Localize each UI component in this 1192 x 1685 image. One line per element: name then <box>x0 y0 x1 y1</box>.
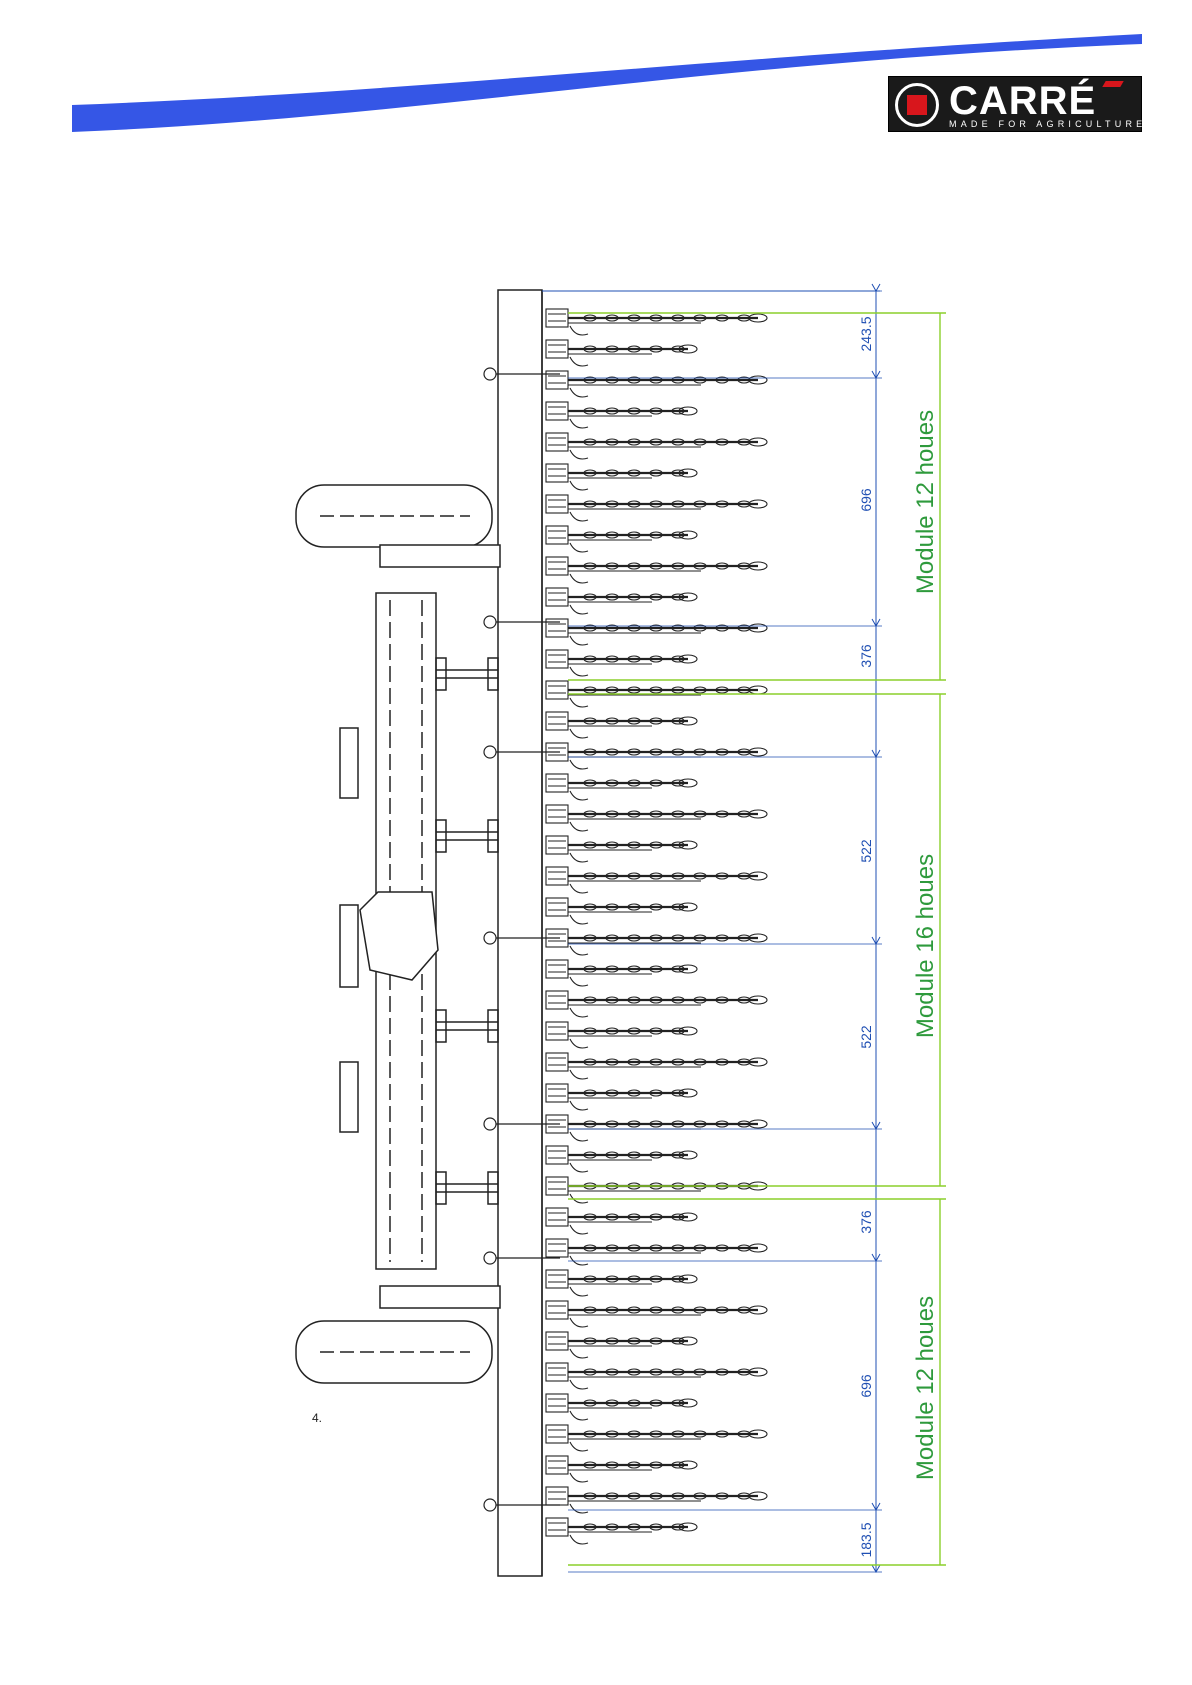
tine-long-4 <box>546 495 767 521</box>
tine-short-4 <box>546 526 697 552</box>
dim-label-7: 696 <box>858 1374 874 1398</box>
tine-long-20 <box>546 1487 767 1513</box>
tine-short-13 <box>546 1084 697 1110</box>
tine-long-14 <box>546 1115 767 1141</box>
tine-short-20 <box>546 1518 697 1544</box>
tine-short-2 <box>546 402 697 428</box>
tine-long-11 <box>546 929 767 955</box>
tube-hitch <box>340 593 438 1269</box>
tine-long-12 <box>546 991 767 1017</box>
tine-short-10 <box>546 898 697 924</box>
tine-long-5 <box>546 557 767 583</box>
tine-long-6 <box>546 619 767 645</box>
frame-bolt-1 <box>484 368 560 380</box>
dim-label-6: 376 <box>858 1210 874 1234</box>
dim-label-8: 183.5 <box>858 1522 874 1557</box>
tine-short-6 <box>546 650 697 676</box>
hitch-arm-3 <box>436 1010 498 1042</box>
tine-short-17 <box>546 1332 697 1358</box>
tine-short-14 <box>546 1146 697 1172</box>
tine-short-12 <box>546 1022 697 1048</box>
tine-short-15 <box>546 1208 697 1234</box>
hitch-arm-1 <box>436 658 498 690</box>
hitch-arm-2 <box>436 820 498 852</box>
tine-long-13 <box>546 1053 767 1079</box>
dim-label-3: 376 <box>858 644 874 668</box>
dimension-lines <box>542 291 880 1572</box>
tine-short-16 <box>546 1270 697 1296</box>
tine-long-19 <box>546 1425 767 1451</box>
frame-bolts <box>484 368 560 1511</box>
module-label-2: Module 16 houes <box>912 854 939 1038</box>
tine-long-3 <box>546 433 767 459</box>
tine-long-18 <box>546 1363 767 1389</box>
dim-label-2: 696 <box>858 488 874 512</box>
tine-short-5 <box>546 588 697 614</box>
tine-short-9 <box>546 836 697 862</box>
module-label-1: Module 12 houes <box>912 410 939 594</box>
dim-label-4: 522 <box>858 839 874 863</box>
hitch-arm-4 <box>436 1172 498 1204</box>
module-bracket-1 <box>568 313 946 680</box>
tine-long-8 <box>546 743 767 769</box>
tine-long-17 <box>546 1301 767 1327</box>
tine-long-10 <box>546 867 767 893</box>
module-label-3: Module 12 houes <box>912 1296 939 1480</box>
frame-bolt-6 <box>484 1252 560 1264</box>
dim-label-1: 243.5 <box>858 316 874 351</box>
tine-long-9 <box>546 805 767 831</box>
frame-bolt-2 <box>484 616 560 628</box>
tine-long-2 <box>546 371 767 397</box>
module-bracket-2 <box>568 694 946 1186</box>
hoe-tines <box>546 309 767 1544</box>
tine-short-19 <box>546 1456 697 1482</box>
dim-arrow-1 <box>872 284 880 291</box>
tine-short-11 <box>546 960 697 986</box>
dimension-ticks <box>568 284 882 1572</box>
tine-short-18 <box>546 1394 697 1420</box>
tine-short-1 <box>546 340 697 366</box>
tine-short-8 <box>546 774 697 800</box>
tine-short-7 <box>546 712 697 738</box>
tine-short-3 <box>546 464 697 490</box>
main-frame-beam <box>498 290 542 1576</box>
dim-label-5: 522 <box>858 1025 874 1049</box>
stray-mark: 4. <box>312 1411 322 1425</box>
